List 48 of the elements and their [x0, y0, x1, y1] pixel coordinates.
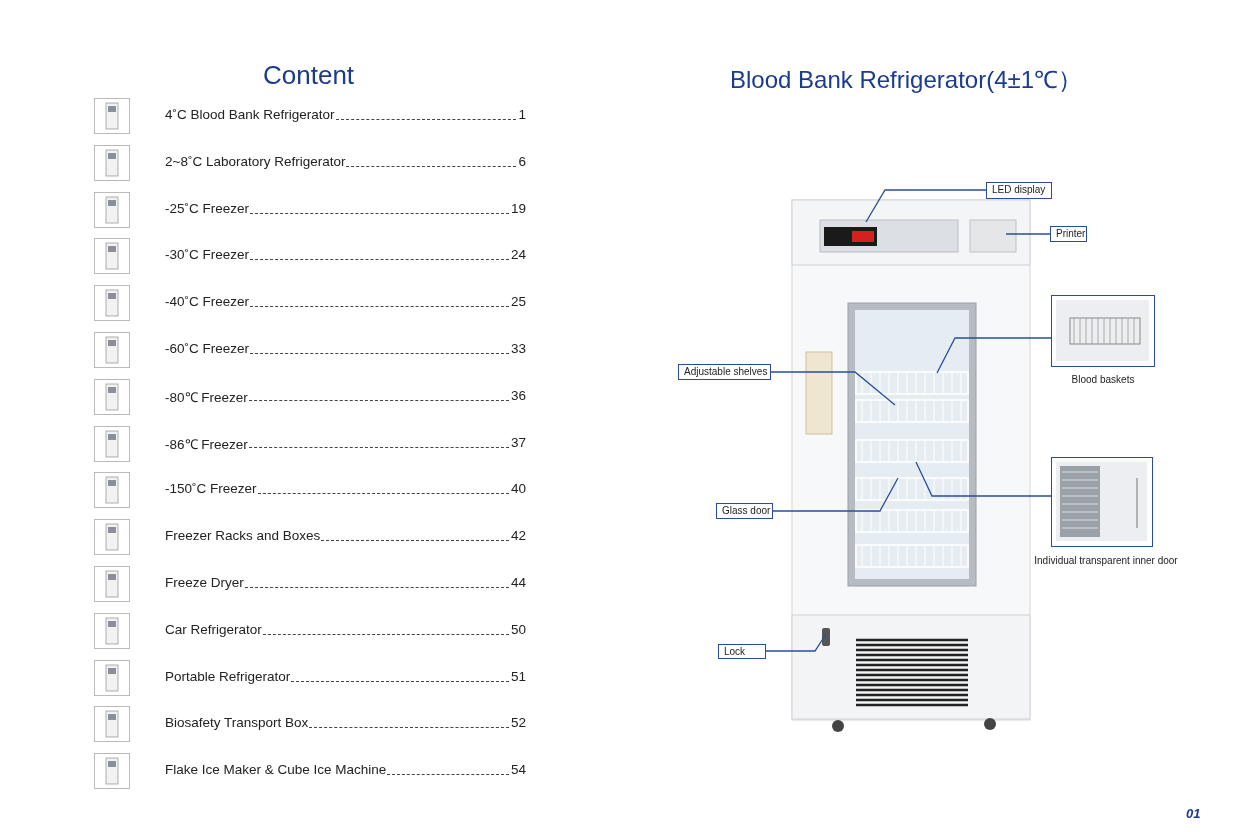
entry-title: -60˚C Freezer	[165, 341, 250, 356]
leader-line	[1005, 233, 1051, 235]
callout-label: Lock	[718, 644, 766, 659]
callout-label: Glass door	[716, 503, 773, 519]
inset-photo	[1051, 457, 1153, 547]
section-heading: Content	[263, 60, 355, 91]
entry-title: -25˚C Freezer	[165, 200, 250, 216]
leader-line	[772, 477, 899, 512]
page-number: 52	[510, 715, 526, 731]
page-number: 37	[510, 434, 526, 450]
page-title: Blood Bank Refrigerator(4±1℃）	[730, 65, 1082, 95]
page-number: 01	[1186, 806, 1201, 821]
page-number: 50	[510, 621, 526, 637]
page-number: 51	[510, 668, 526, 684]
leader-line	[936, 337, 1052, 374]
page-number: 6	[518, 153, 526, 169]
entry-title: 4˚C Blood Bank Refrigerator	[165, 107, 335, 122]
page-number: 25	[510, 294, 526, 310]
page-number: 36	[510, 387, 526, 403]
entry-title: 2~8˚C Laboratory Refrigerator	[165, 153, 346, 169]
callout-label: LED display	[986, 182, 1052, 199]
entry-title: -86℃ Freezer	[165, 435, 248, 453]
entry-title: Portable Refrigerator	[165, 668, 291, 684]
entry-title: -30˚C Freezer	[165, 247, 250, 263]
callout-label: Adjustable shelves	[678, 364, 771, 380]
page-number: 1	[518, 107, 526, 122]
page-number: 42	[510, 528, 526, 544]
page-number: 19	[510, 200, 526, 216]
page-number: 24	[510, 247, 526, 263]
page-number: 40	[510, 481, 526, 497]
leader-line	[765, 633, 827, 652]
entry-title: Freezer Racks and Boxes	[165, 528, 321, 544]
caption: Individual transparent inner door	[1034, 555, 1178, 566]
leader-line	[865, 189, 987, 223]
entry-title: -150˚C Freezer	[165, 481, 257, 497]
entry-title: Car Refrigerator	[165, 621, 262, 637]
page-number: 54	[510, 762, 526, 778]
entry-title: Flake Ice Maker & Cube Ice Machine	[165, 762, 387, 778]
callout-label: Printer	[1050, 226, 1087, 242]
entry-title: Freeze Dryer	[165, 575, 244, 590]
page-number: 33	[510, 341, 526, 356]
inset-photo	[1051, 295, 1155, 367]
entry-title: -40˚C Freezer	[165, 294, 250, 310]
leader-line	[770, 371, 896, 406]
entry-title: Biosafety Transport Box	[165, 715, 309, 731]
page-number: 44	[510, 575, 526, 590]
entry-title: -80℃ Freezer	[165, 388, 248, 406]
leader-line	[915, 461, 1052, 497]
